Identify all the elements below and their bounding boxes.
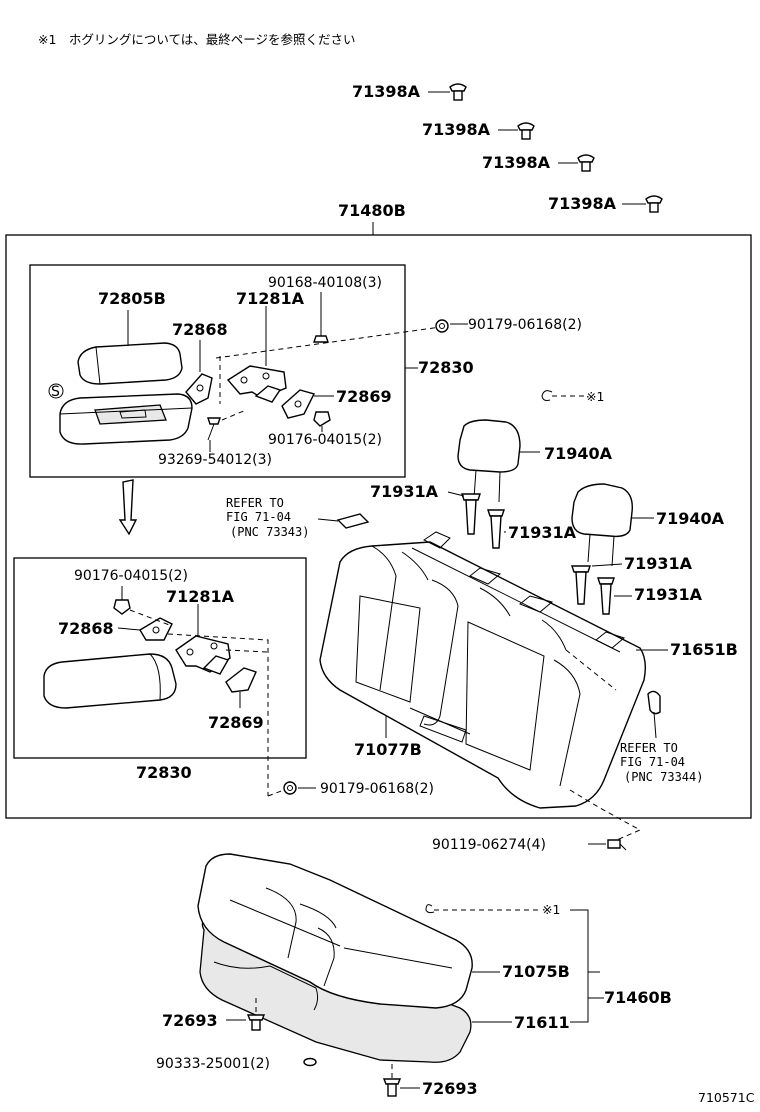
label-71398a-3[interactable]: 71398A (482, 153, 551, 172)
callout-mark-upper: ※1 (586, 389, 604, 404)
label-71398a-1[interactable]: 71398A (352, 82, 421, 101)
hinge-71281a-lower (175, 604, 231, 675)
bolt-90119-icon (607, 839, 627, 851)
label-71611[interactable]: 71611 (514, 1013, 570, 1032)
label-72693-1[interactable]: 72693 (162, 1011, 218, 1030)
label-72830-2[interactable]: 72830 (136, 763, 192, 782)
label-90179-06168-2[interactable]: 90179-06168(2) (320, 781, 434, 797)
diagram-code: 710571C (698, 1090, 755, 1105)
headrest-support-icon (597, 577, 615, 615)
refer-upper-line2: FIG 71-04 (226, 510, 291, 524)
armrest-cover-72805b (77, 310, 183, 385)
label-71281a-2[interactable]: 71281A (166, 587, 235, 606)
label-90176-04015-2[interactable]: 90176-04015(2) (74, 568, 188, 584)
label-71931a-4[interactable]: 71931A (634, 585, 703, 604)
label-90179-06168-1[interactable]: 90179-06168(2) (468, 317, 582, 333)
label-72805b[interactable]: 72805B (98, 289, 166, 308)
label-71651b[interactable]: 71651B (670, 640, 738, 659)
label-71931a-1[interactable]: 71931A (370, 482, 439, 501)
header-note: ※1 ホグリングについては、最終ページを参照ください (38, 32, 356, 47)
clip-71398a-icon (517, 122, 535, 140)
s-mark: S (51, 384, 60, 400)
label-71931a-3[interactable]: 71931A (624, 554, 693, 573)
refer-upper-line1: REFER TO (226, 496, 284, 510)
label-71940a-2[interactable]: 71940A (656, 509, 725, 528)
seat-lock-bezel-icon (336, 513, 370, 529)
bracket-72869-upper (281, 389, 334, 419)
bracket-72868-lower (139, 617, 173, 641)
hog-ring-icon (541, 390, 584, 401)
label-72693-2[interactable]: 72693 (422, 1079, 478, 1098)
nut-90179-icon-lower (283, 781, 297, 795)
clip-71398a-group (428, 83, 663, 213)
clip-71398a-icon (577, 154, 595, 172)
part-labels: 71398A 71398A 71398A 71398A 71480B 90168… (58, 82, 738, 1098)
label-71077b[interactable]: 71077B (354, 740, 422, 759)
label-90333-25001[interactable]: 90333-25001(2) (156, 1056, 270, 1072)
seatback-cushion-71077b (319, 531, 647, 809)
label-72868-2[interactable]: 72868 (58, 619, 114, 638)
clip-90333-icon (303, 1057, 317, 1067)
armrest-assembly-lower (43, 653, 177, 709)
headrest-support-icon (571, 565, 591, 605)
label-71940a-1[interactable]: 71940A (544, 444, 613, 463)
armrest-detail-box-upper (29, 264, 406, 478)
label-90176-04015-1[interactable]: 90176-04015(2) (268, 432, 382, 448)
clip-72693-icon (382, 1078, 402, 1097)
seatback-assembly-frame (5, 234, 752, 819)
refer-right-line2: FIG 71-04 (620, 755, 685, 769)
label-93269-54012[interactable]: 93269-54012(3) (158, 452, 272, 468)
nut-90176-icon-lower (113, 586, 131, 615)
headrest-support-icon (461, 493, 481, 535)
hinge-71281a-upper (226, 306, 287, 403)
clip-71398a-icon (645, 195, 663, 213)
refer-right-line1: REFER TO (620, 741, 678, 755)
down-arrow-icon (118, 479, 138, 536)
label-72830-1[interactable]: 72830 (418, 358, 474, 377)
refer-upper-line3: (PNC 73343) (230, 525, 309, 539)
clip-72693-icon (246, 1014, 266, 1031)
headrest-support-icon (487, 509, 505, 549)
seat-lock-bezel-right-icon (647, 690, 661, 715)
seat-cushion-cover-71075b (197, 853, 473, 1009)
label-72868-1[interactable]: 72868 (172, 320, 228, 339)
symbol-s: S (48, 383, 64, 400)
callout-mark-lower: ※1 (542, 902, 560, 917)
bracket-72868-upper (185, 340, 213, 405)
bracket-72869-lower (225, 667, 257, 708)
label-72869-1[interactable]: 72869 (336, 387, 392, 406)
label-71398a-2[interactable]: 71398A (422, 120, 491, 139)
label-90168-40108[interactable]: 90168-40108(3) (268, 275, 382, 291)
armrest-base-assembly (59, 393, 193, 445)
nut-90176-icon-upper (313, 411, 331, 432)
label-71398a-4[interactable]: 71398A (548, 194, 617, 213)
label-71281a-1[interactable]: 71281A (236, 289, 305, 308)
label-71480b[interactable]: 71480B (338, 201, 406, 220)
headrest-71940a-right (571, 483, 654, 567)
armrest-detail-box-lower (13, 557, 307, 759)
headrest-71940a-left (457, 419, 540, 503)
label-71460b[interactable]: 71460B (604, 988, 672, 1007)
screw-90168-icon (313, 292, 329, 343)
label-72869-2[interactable]: 72869 (208, 713, 264, 732)
label-71075b[interactable]: 71075B (502, 962, 570, 981)
nut-90179-icon-upper (435, 319, 449, 333)
clip-71398a-icon (449, 83, 467, 101)
refer-right-line3: (PNC 73344) (624, 770, 703, 784)
bolt-93269-icon (207, 417, 221, 452)
label-71931a-2[interactable]: 71931A (508, 523, 577, 542)
label-90119-06274[interactable]: 90119-06274(4) (432, 837, 546, 853)
